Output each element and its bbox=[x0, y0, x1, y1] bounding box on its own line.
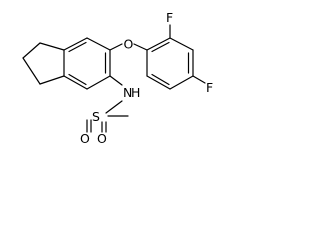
bond-ph1-inner bbox=[151, 41, 170, 53]
bond-ar1-inner bbox=[68, 41, 87, 53]
oxygen-ether-label: O bbox=[124, 37, 134, 52]
bond-ar5 bbox=[63, 75, 88, 90]
fluorine-ortho-label: F bbox=[166, 10, 173, 25]
atom-labels: O N H F F S O O bbox=[80, 10, 213, 146]
bond-c-o-ether bbox=[109, 43, 123, 51]
sulfur-label: S bbox=[92, 109, 100, 124]
bond-cp2 bbox=[39, 42, 65, 51]
bond-n-s bbox=[105, 100, 123, 114]
bond-ph5 bbox=[146, 75, 171, 90]
bond-ph4 bbox=[169, 75, 194, 90]
bond-ph2 bbox=[169, 37, 194, 51]
bond-o-c-ether bbox=[133, 43, 148, 51]
bond-cp5 bbox=[22, 57, 41, 85]
oxygen-sulfonyl-left-label: O bbox=[80, 131, 90, 146]
bond-ar4 bbox=[86, 75, 111, 90]
bond-c-n bbox=[109, 75, 123, 86]
bond-ar5-inner bbox=[68, 73, 87, 86]
hydrogen-label: H bbox=[131, 85, 140, 100]
oxygen-sulfonyl-right-label: O bbox=[97, 131, 107, 146]
bond-cp1 bbox=[22, 42, 41, 59]
bond-ar1 bbox=[63, 37, 88, 51]
bond-cp4 bbox=[39, 75, 65, 85]
bond-ph5-inner bbox=[151, 73, 170, 86]
chemical-structure: O N H F F S O O bbox=[22, 10, 213, 146]
nitrogen-label: N bbox=[123, 85, 132, 100]
bonds bbox=[22, 24, 206, 133]
bond-ph1 bbox=[146, 37, 171, 51]
bond-c-f-para bbox=[192, 75, 206, 84]
bond-ar2 bbox=[86, 37, 111, 51]
fluorine-para-label: F bbox=[206, 80, 213, 95]
